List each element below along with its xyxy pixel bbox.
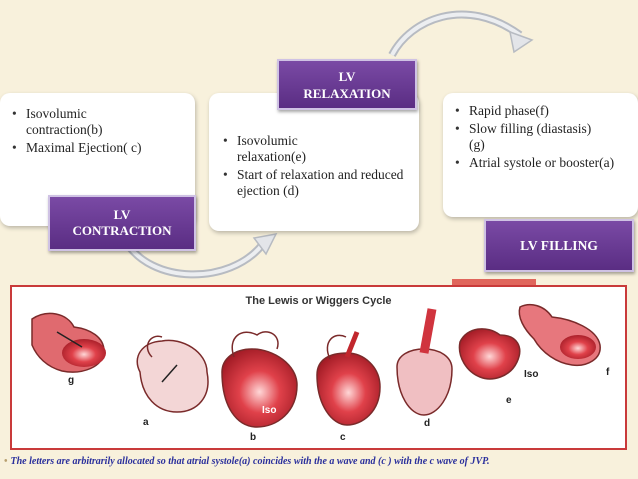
filling-card: Rapid phase(f) Slow filling (diastasis)(… — [443, 93, 638, 217]
figure-title: The Lewis or Wiggers Cycle — [245, 295, 392, 307]
arrow-relaxation-to-filling — [388, 10, 523, 57]
heart-f — [518, 304, 601, 367]
heart-diagrams — [31, 304, 601, 428]
relaxation-item: Isovolumic relaxation(e) — [223, 133, 367, 165]
filling-list: Rapid phase(f) Slow filling (diastasis)(… — [449, 103, 632, 171]
label-b: b — [250, 432, 257, 443]
label-a: a — [143, 417, 149, 428]
footnote: •The letters are arbitrarily allocated s… — [4, 456, 634, 467]
footnote-bullet: • — [4, 456, 8, 467]
relaxation-card: Isovolumic relaxation(e) Start of relaxa… — [209, 93, 419, 231]
relaxation-item: Start of relaxation and reduced ejection… — [223, 167, 412, 199]
heart-e — [458, 328, 521, 380]
heart-b — [221, 331, 298, 428]
heart-a — [136, 335, 209, 413]
label-c: c — [340, 432, 346, 443]
lv-contraction-tag: LV CONTRACTION — [48, 195, 196, 251]
filling-item: Rapid phase(f) — [455, 103, 632, 119]
contraction-item: Isovolumic contraction(b) — [12, 106, 156, 138]
label-f: f — [606, 367, 610, 378]
label-e: e — [506, 395, 512, 406]
filling-item: Atrial systole or booster(a) — [455, 155, 619, 171]
label-iso-1: Iso — [262, 405, 277, 416]
label-g: g — [68, 375, 75, 386]
heart-g — [31, 312, 106, 373]
relaxation-list: Isovolumic relaxation(e) Start of relaxa… — [217, 133, 411, 199]
wiggers-cycle-figure: The Lewis or Wiggers Cycle — [10, 285, 627, 450]
label-iso-2: Iso — [524, 369, 539, 380]
red-marker — [452, 279, 536, 287]
contraction-list: Isovolumic contraction(b) Maximal Ejecti… — [6, 106, 189, 156]
label-d: d — [424, 418, 431, 429]
heart-c — [316, 331, 381, 426]
contraction-item: Maximal Ejection( c) — [12, 140, 146, 156]
lv-relaxation-tag: LV RELAXATION — [277, 59, 417, 110]
heart-d — [396, 308, 453, 416]
lv-filling-tag: LV FILLING — [484, 219, 634, 272]
footnote-text: The letters are arbitrarily allocated so… — [10, 456, 490, 467]
filling-item: Slow filling (diastasis)(g) — [455, 121, 599, 153]
